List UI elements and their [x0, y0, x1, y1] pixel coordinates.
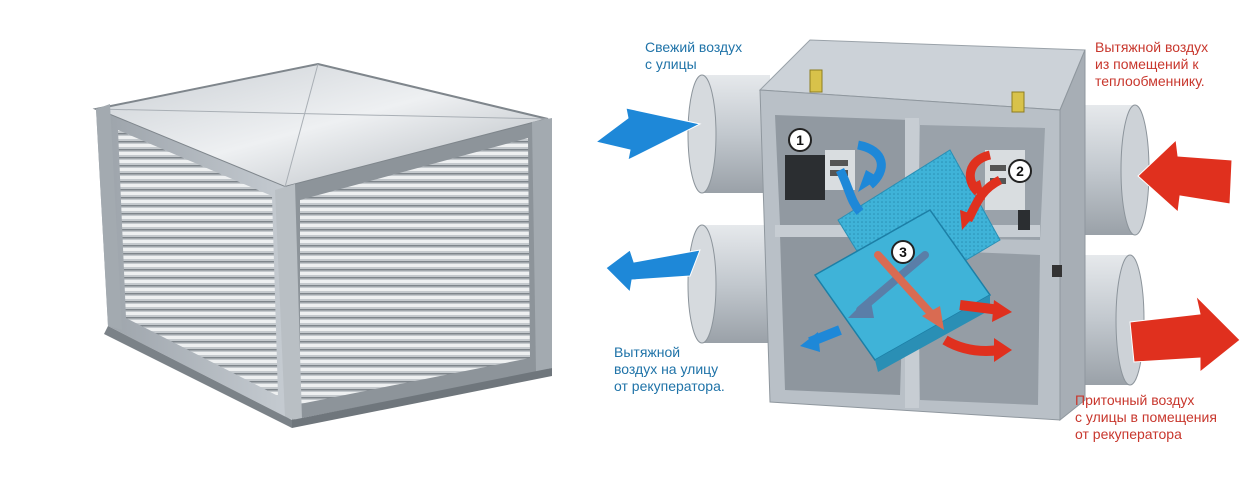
label-fresh-air: Свежий воздух с улицы [645, 39, 742, 73]
label-supply-out-line-1: Приточный воздух [1075, 392, 1195, 408]
label-supply-air-out: Приточный воздух с улицы в помещения от … [1075, 392, 1217, 443]
marker-3-label: 3 [899, 244, 907, 260]
internal-flow-arrows [800, 140, 1012, 362]
label-exhaust-out-line-1: Вытяжной [614, 344, 681, 360]
label-fresh-air-line-1: Свежий воздух [645, 39, 743, 55]
marker-2: 2 [1008, 159, 1032, 183]
arrow-supply-air-out [1129, 294, 1241, 374]
duct-fresh-in [687, 74, 770, 194]
arrow-exhaust-air-out [605, 249, 701, 294]
label-exhaust-air-in: Вытяжной воздух из помещений к теплообме… [1095, 39, 1208, 90]
fan-unit-1 [785, 150, 855, 200]
marker-3: 3 [891, 240, 915, 264]
recuperator-diagram: 1 2 3 [594, 39, 1241, 422]
marker-2-label: 2 [1016, 163, 1024, 179]
arrow-exhaust-air-in [1137, 138, 1233, 214]
arrow-fresh-air-in [594, 107, 702, 161]
label-exhaust-air-out: Вытяжной воздух на улицу от рекуператора… [614, 344, 725, 395]
label-fresh-air-line-2: с улицы [645, 56, 697, 72]
label-exhaust-in-line-1: Вытяжной воздух [1095, 39, 1209, 55]
label-exhaust-out-line-2: воздух на улицу [614, 361, 719, 377]
label-exhaust-out-line-3: от рекуператора. [614, 378, 725, 394]
label-exhaust-in-line-2: из помещений к [1095, 56, 1199, 72]
core-crossflow-arrows [848, 251, 944, 330]
label-exhaust-in-line-3: теплообменнику. [1095, 73, 1205, 89]
duct-exhaust-out [687, 224, 770, 344]
label-supply-out-line-2: с улицы в помещения [1075, 409, 1217, 425]
marker-1: 1 [788, 128, 812, 152]
heat-exchanger-photo [92, 62, 552, 428]
marker-1-label: 1 [796, 132, 804, 148]
label-supply-out-line-3: от рекуператора [1075, 426, 1182, 442]
